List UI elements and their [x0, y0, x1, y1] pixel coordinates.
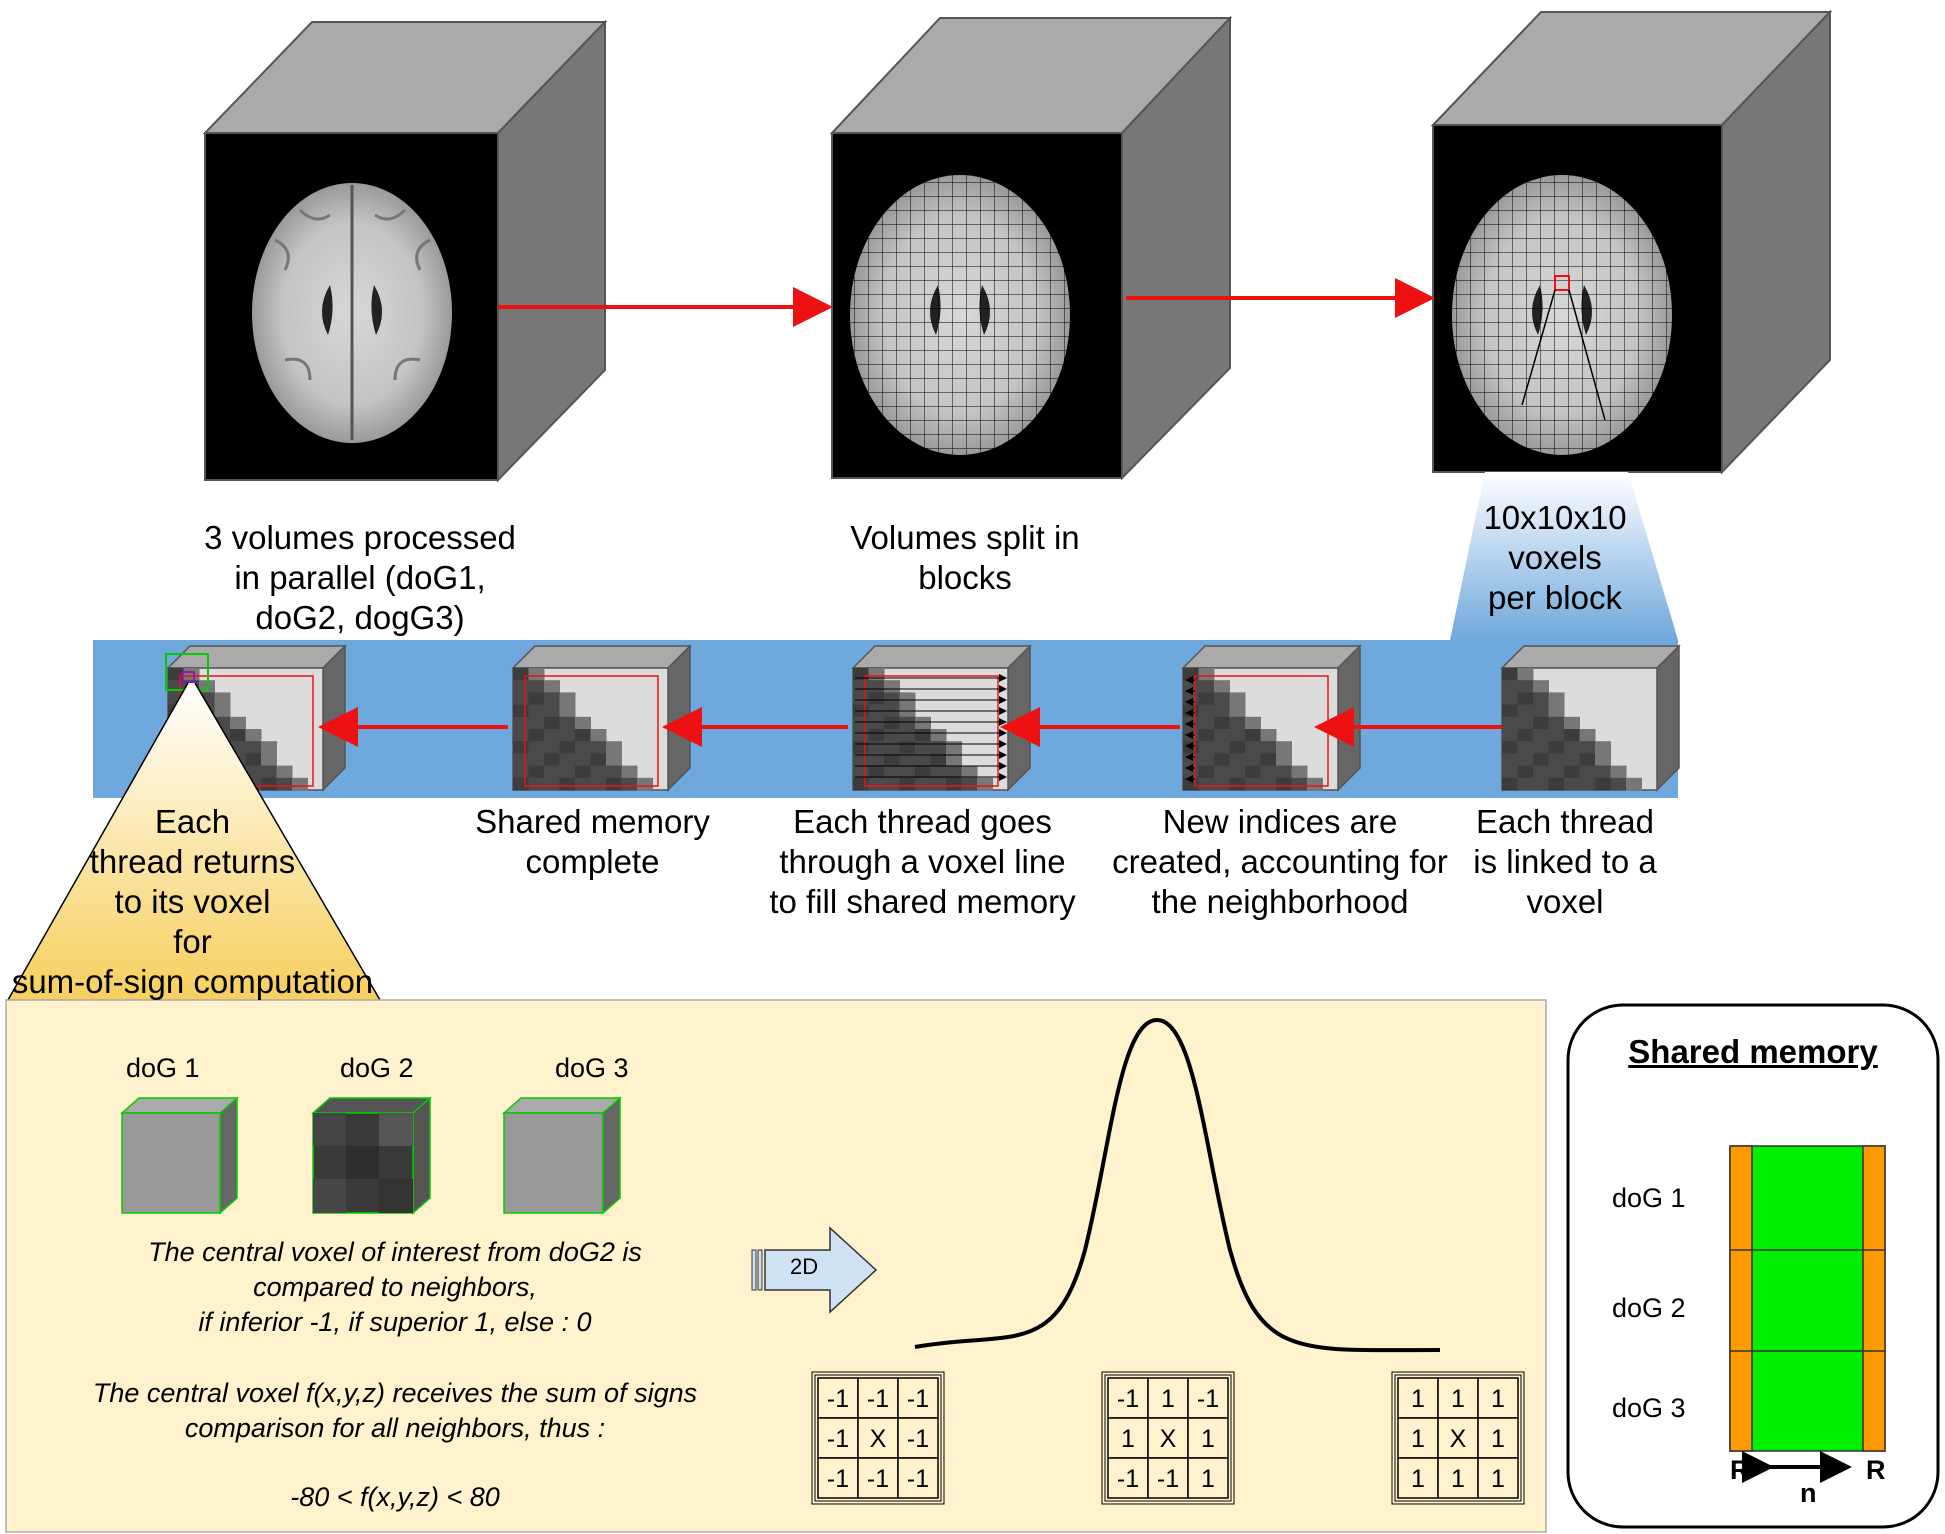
step5-voxel-block: [1500, 644, 1681, 792]
grid-cell-value: -1: [827, 1465, 849, 1493]
grid-cell-value: 1: [1121, 1425, 1135, 1453]
grid-cell-value: X: [1450, 1425, 1467, 1453]
step4-voxel-block: [1181, 644, 1362, 792]
2d-arrow-label: 2D: [790, 1254, 819, 1279]
volume-cube-3: [1430, 9, 1833, 475]
grid-cell-value: -1: [1157, 1465, 1179, 1493]
dog3-voxel-cube: [502, 1096, 622, 1215]
volume-cube-1: [202, 19, 608, 483]
shared-memory-title: Shared memory: [1628, 1033, 1878, 1070]
grid-cell-value: -1: [1117, 1385, 1139, 1413]
grid-cell-value: -1: [827, 1385, 849, 1413]
grid-cell-value: -1: [867, 1385, 889, 1413]
shm-right-radius-label: R: [1866, 1455, 1886, 1485]
grid-cell-value: 1: [1451, 1385, 1465, 1413]
grid-cell-value: 1: [1451, 1465, 1465, 1493]
shm-left-radius-label: R: [1730, 1455, 1750, 1485]
dog2-voxel-cube: [311, 1096, 432, 1215]
gaussian-curve: [914, 1017, 1441, 1353]
shm-width-label: n: [1800, 1478, 1817, 1508]
grid-cell-value: -1: [827, 1425, 849, 1453]
2d-arrow: [751, 1226, 878, 1314]
grid-cell-value: 1: [1491, 1385, 1505, 1413]
range-text: -80 < f(x,y,z) < 80: [290, 1482, 500, 1512]
grid-cell-value: 1: [1491, 1465, 1505, 1493]
dog3-label: doG 3: [555, 1053, 629, 1083]
grid-cell-value: -1: [867, 1465, 889, 1493]
comparison-rule-text: The central voxel of interest from doG2 …: [148, 1237, 642, 1337]
block-zoom-trapezoid: [1450, 472, 1678, 640]
volume-cube-2: [829, 15, 1233, 481]
step2-voxel-block: [511, 644, 692, 792]
grid-cell-value: X: [870, 1425, 887, 1453]
sum-rule-text: The central voxel f(x,y,z) receives the …: [92, 1378, 698, 1443]
grid-cell-value: -1: [907, 1425, 929, 1453]
grid-cell-value: 1: [1161, 1385, 1175, 1413]
dog2-label: doG 2: [340, 1053, 414, 1083]
grid-cell-value: 1: [1201, 1465, 1215, 1493]
brain-slice-image: [252, 183, 452, 443]
grid-cell-value: 1: [1411, 1385, 1425, 1413]
shm-row-dog1: doG 1: [1612, 1183, 1686, 1213]
shm-row-dog3: doG 3: [1612, 1393, 1686, 1423]
brain-slice-block-highlight: [1452, 175, 1672, 455]
shared-memory-bar: [1729, 1145, 1886, 1452]
grid-cell-value: 1: [1411, 1425, 1425, 1453]
dog1-voxel-cube: [120, 1096, 239, 1215]
grid-cell-value: -1: [907, 1465, 929, 1493]
shm-row-dog2: doG 2: [1612, 1293, 1686, 1323]
grid-cell-value: -1: [1197, 1385, 1219, 1413]
grid-cell-value: 1: [1411, 1465, 1425, 1493]
grid-cell-value: 1: [1201, 1425, 1215, 1453]
voxel-zoom-trapezoid: [8, 683, 380, 1000]
grid-cell-value: -1: [1117, 1465, 1139, 1493]
dog1-label: doG 1: [126, 1053, 200, 1083]
step3-voxel-block: [851, 644, 1032, 792]
grid-cell-value: -1: [907, 1385, 929, 1413]
brain-slice-gridded: [850, 175, 1070, 455]
grid-cell-value: 1: [1491, 1425, 1505, 1453]
grid-cell-value: X: [1160, 1425, 1177, 1453]
